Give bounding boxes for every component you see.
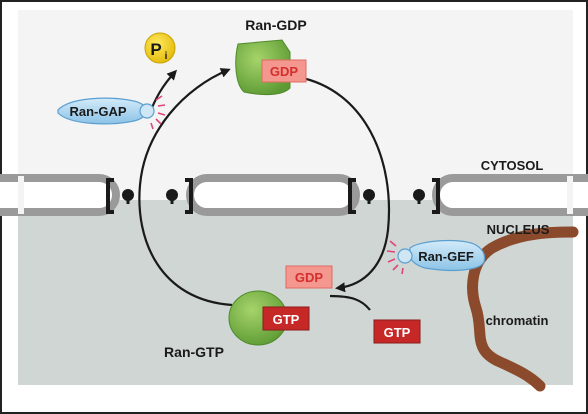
ran-gdp-label: Ran-GDP — [245, 17, 306, 33]
ran-gtp-label: Ran-GTP — [164, 344, 224, 360]
nucleus-label: NUCLEUS — [487, 222, 550, 237]
cycle-arrow-icon — [138, 68, 391, 311]
ran-gef-label: Ran-GEF — [418, 249, 474, 264]
pi-label: P — [150, 40, 161, 59]
gdp-released-box: GDP — [285, 265, 333, 289]
ran-gap-label: Ran-GAP — [69, 104, 126, 119]
gdp-top-label: GDP — [270, 64, 299, 79]
chromatin-label: chromatin — [486, 313, 549, 328]
pi-subscript: i — [165, 51, 168, 62]
gtp-free-label: GTP — [384, 325, 411, 340]
pi-icon: P i — [144, 32, 176, 64]
gtp-bound-label: GTP — [273, 312, 300, 327]
ran-gef-icon: Ran-GEF — [386, 239, 486, 275]
cytosol-label: CYTOSOL — [481, 158, 544, 173]
gtp-free-box: GTP — [373, 319, 421, 344]
nuclear-pore-icon — [106, 178, 440, 214]
ran-gap-icon: Ran-GAP — [57, 95, 166, 130]
ran-gdp-icon: GDP — [235, 39, 307, 96]
ran-gap-spark-icon — [150, 95, 166, 130]
ran-gtp-icon: GTP — [228, 290, 310, 346]
gdp-released-label: GDP — [295, 270, 324, 285]
ran-gef-spark-icon — [386, 240, 404, 275]
nuclear-envelope — [0, 174, 588, 216]
chromatin-fiber-icon — [467, 226, 579, 392]
